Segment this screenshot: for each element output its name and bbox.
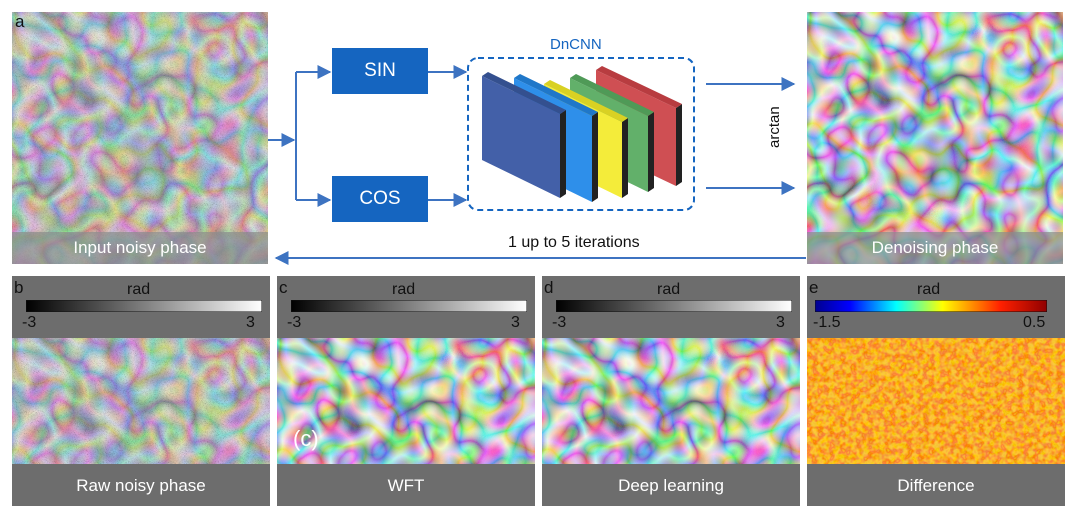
panel-letter-a: a	[15, 12, 25, 31]
panel-d-cbar-max: 3	[776, 314, 785, 331]
panel-d-image	[542, 338, 800, 464]
panel-d: d rad -3 3 Deep learning	[542, 276, 800, 506]
panel-b-cbar-title: rad	[127, 281, 151, 298]
panel-d-cbar-min: -3	[552, 314, 567, 331]
panel-d-cbar-title: rad	[657, 281, 681, 298]
iterations-label: 1 up to 5 iterations	[508, 234, 640, 251]
panel-e-cbar-max: 0.5	[1023, 314, 1046, 331]
denoising-phase-caption: Denoising phase	[807, 232, 1063, 264]
layer-darkblue	[482, 72, 566, 198]
denoising-phase-fringes	[807, 12, 1063, 264]
panel-c-cbar-max: 3	[511, 314, 520, 331]
input-noisy-phase-caption: Input noisy phase	[12, 232, 268, 264]
arctan-label: arctan	[766, 106, 783, 148]
panel-c-image	[277, 338, 535, 464]
dncnn-label: DnCNN	[550, 36, 602, 53]
panel-c-caption: WFT	[387, 476, 425, 495]
panel-letter-e: e	[809, 278, 819, 297]
panel-e-colorbar	[815, 300, 1047, 312]
panel-e-caption: Difference	[897, 476, 975, 495]
panel-e-cbar-min: -1.5	[813, 314, 841, 331]
panel-b-caption: Raw noisy phase	[76, 476, 206, 495]
cos-block: COS	[332, 176, 428, 222]
panel-letter-c: c	[279, 278, 288, 297]
panel-d-caption: Deep learning	[618, 476, 724, 495]
sin-block: SIN	[332, 48, 428, 94]
panel-c-annotation: (c)	[293, 426, 319, 451]
panel-b: b rad -3 3 Raw noisy phase	[12, 276, 270, 506]
panel-c-colorbar	[291, 300, 527, 312]
panel-e-cbar-title: rad	[917, 281, 941, 298]
input-noisy-phase-image	[12, 12, 268, 264]
panel-b-cbar-max: 3	[246, 314, 255, 331]
panel-b-image	[12, 338, 270, 464]
panel-letter-b: b	[14, 278, 24, 297]
dncnn-box	[467, 57, 695, 211]
dncnn-layers	[482, 66, 682, 202]
input-noisy-phase-fringes	[12, 12, 268, 264]
panel-b-colorbar	[26, 300, 262, 312]
panel-c-cbar-min: -3	[287, 314, 302, 331]
panel-e: e rad -1.5 0.5 Difference	[807, 276, 1065, 506]
panel-letter-d: d	[544, 278, 554, 297]
panel-c-cbar-title: rad	[392, 281, 416, 298]
denoising-phase-image	[807, 12, 1063, 264]
panel-d-colorbar	[556, 300, 792, 312]
panel-c: c rad -3 3 (c) WFT	[277, 276, 535, 506]
panel-e-image	[807, 338, 1065, 464]
panel-b-cbar-min: -3	[22, 314, 37, 331]
